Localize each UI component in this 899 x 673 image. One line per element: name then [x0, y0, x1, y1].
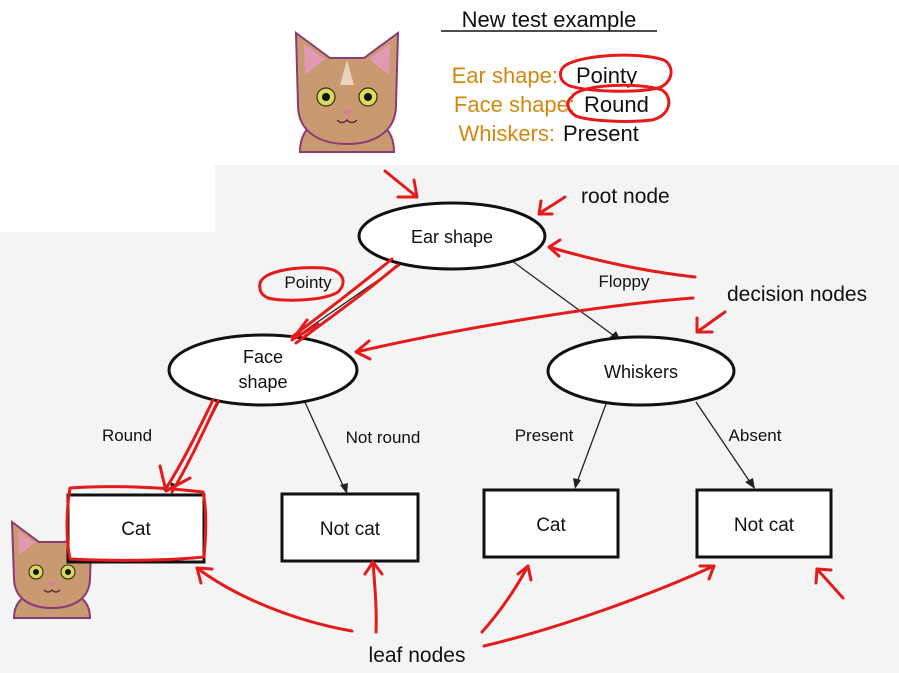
leaf-node-not-cat-2-label: Not cat: [734, 515, 795, 536]
red-arrow-root-node-head: [537, 199, 554, 216]
edge-whiskers-to-not-cat: [695, 401, 753, 486]
leaf-node-cat-2-box: [482, 488, 620, 559]
leaf-node-cat-1: Cat: [66, 493, 206, 564]
annotation-leaf-nodes: leaf nodes: [369, 644, 466, 667]
red-arrow-leaf-3-head: [516, 564, 533, 582]
edge-label-round: Round: [102, 426, 152, 445]
test-example-panel: [408, 0, 678, 158]
cat-pupil-right: [364, 93, 372, 101]
red-arrow-decision-face-head: [354, 339, 372, 361]
leaf-node-cat-1-box: [66, 493, 206, 564]
node-whiskers: Whiskers: [546, 335, 736, 407]
leaf-node-cat-2-label: Cat: [536, 515, 566, 536]
feature-label-face-shape: Face shape:: [454, 92, 575, 117]
red-arrow-to-root-head: [396, 178, 419, 199]
cat-inner-ear-left: [304, 44, 325, 75]
edge-whiskers-to-cat: [575, 403, 607, 486]
cat-mouth: [336, 118, 358, 124]
red-arrow-leaf-1: [195, 566, 354, 633]
red-circle-pointy-edge: [258, 266, 345, 302]
feature-value-face-shape: Round: [584, 92, 649, 117]
leaf-node-not-cat-2: Not cat: [695, 488, 833, 559]
red-path-face-to-cat-2: [163, 398, 215, 492]
red-arrow-leaf-4-head: [698, 564, 716, 581]
red-arrow-leaf-3: [480, 564, 530, 634]
cat-pupil-right: [65, 569, 71, 575]
red-arrow-root-node: [538, 195, 567, 215]
cat-pupil-left: [33, 569, 39, 575]
red-arrow-decision-face: [354, 296, 695, 354]
feature-value-whiskers: Present: [563, 121, 639, 146]
edge-label-floppy: Floppy: [598, 272, 650, 291]
node-whiskers-ellipse: [546, 335, 736, 407]
arrowhead-leaf-cat-2: [573, 478, 581, 489]
red-path-face-to-cat-1: [170, 399, 220, 494]
edge-label-absent: Absent: [729, 426, 782, 445]
leaf-node-cat-1-label: Cat: [121, 519, 151, 540]
red-arrow-leaf-1-head: [195, 566, 214, 585]
node-whiskers-label: Whiskers: [604, 362, 678, 382]
red-arrow-leaf-4: [482, 564, 716, 648]
cat-inner-ear-right: [369, 44, 390, 75]
cat-inner-ear-left: [18, 531, 35, 555]
edge-label-pointy: Pointy: [284, 273, 332, 292]
node-face-shape: Face shape: [167, 333, 359, 407]
cat-pupil-left: [322, 93, 330, 101]
node-face-shape-label-line2: shape: [238, 372, 287, 392]
leaf-node-not-cat-1-box: [280, 492, 420, 563]
red-arrow-decision-root: [547, 245, 697, 279]
edge-label-not-round: Not round: [346, 428, 421, 447]
node-face-shape-ellipse: [167, 333, 359, 407]
node-face-shape-label-line1: Face: [243, 347, 283, 367]
red-arrow-leaf-5-head: [814, 567, 833, 585]
arrowhead-leaf-not-cat-1: [340, 483, 348, 494]
cat-nose: [48, 582, 56, 587]
leaf-node-not-cat-2-box: [695, 488, 833, 559]
edge-labels: Pointy Floppy Round Not round Present Ab…: [102, 272, 782, 447]
red-arrow-leaf-2: [371, 560, 378, 634]
red-arrow-to-root: [383, 169, 419, 199]
leaf-node-cat-2: Cat: [482, 488, 620, 559]
edge-label-present: Present: [515, 426, 574, 445]
leaf-node-not-cat-1: Not cat: [280, 492, 420, 563]
test-example: New test example Ear shape: Pointy Face …: [441, 7, 657, 146]
node-ear-shape-ellipse: [357, 201, 547, 271]
red-arrow-decision-whiskers: [695, 310, 727, 334]
red-arrow-decision-whiskers-head: [695, 316, 714, 334]
feature-label-whiskers: Whiskers:: [458, 121, 555, 146]
node-ear-shape: Ear shape: [357, 201, 547, 271]
red-path-ear-to-face-1: [290, 257, 394, 339]
edge-ear-to-whiskers: [507, 257, 618, 339]
arrowhead-leaf-not-cat-2: [745, 478, 755, 489]
red-circle-round: [566, 83, 671, 123]
annotation-root-node: root node: [581, 185, 670, 208]
annotation-decision-nodes: decision nodes: [727, 283, 867, 306]
node-ear-shape-label: Ear shape: [411, 227, 493, 247]
cat-nose: [342, 110, 352, 116]
cat-face-stripe: [340, 60, 354, 85]
bg-band-main: [0, 232, 899, 673]
red-path-cat-head: [158, 464, 192, 493]
feature-label-ear-shape: Ear shape:: [452, 63, 558, 88]
red-arrow-decision-root-head: [547, 238, 562, 258]
red-path-ear-to-face-2: [294, 263, 400, 345]
red-arrow-leaf-2-head: [363, 560, 384, 576]
red-arrow-leaf-5: [815, 567, 845, 600]
edge-face-to-not-cat: [302, 397, 346, 491]
test-example-title: New test example: [462, 7, 637, 32]
cat-mouth: [43, 589, 61, 593]
cat-illustration-top: [294, 30, 400, 153]
red-path-face-head: [290, 318, 320, 342]
red-box-cat-leaf: [65, 485, 208, 562]
red-annotations: [65, 53, 845, 648]
leaf-node-not-cat-1-label: Not cat: [320, 519, 381, 540]
